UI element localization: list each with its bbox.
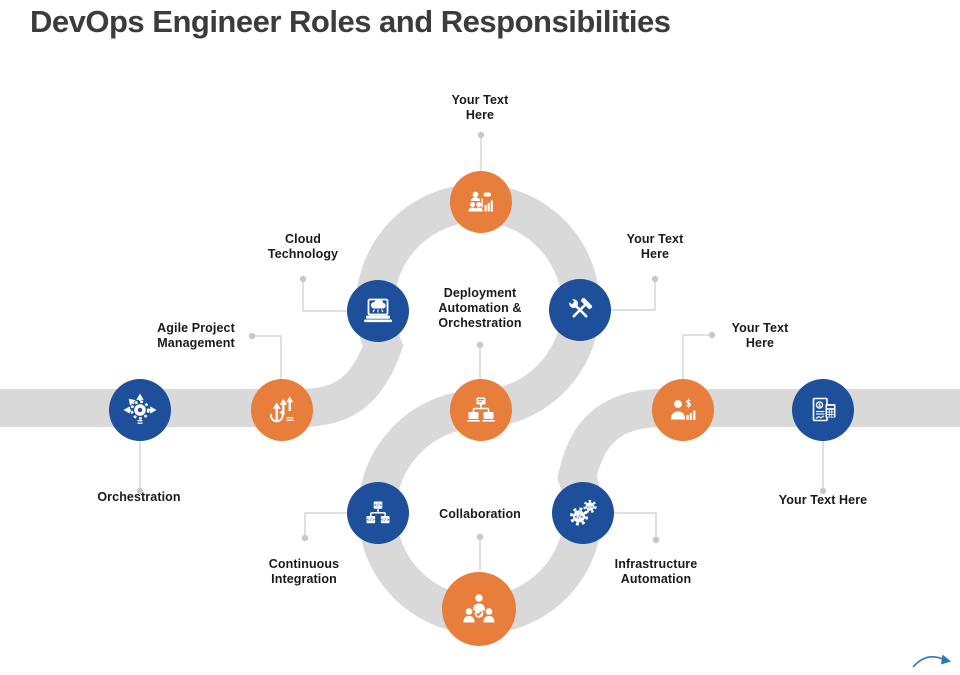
node-deployment-automation: [450, 379, 512, 441]
curved-next-arrow-icon: [912, 654, 951, 668]
label-top-placeholder: Your Text Here: [451, 93, 509, 122]
label-deployment-automation: Deployment Automation & Orchestration: [438, 286, 522, 330]
node-infrastructure-automation: </> </>: [552, 482, 614, 544]
code-glyph: </>: [367, 517, 376, 523]
code-glyph: </>: [381, 517, 390, 523]
label-orchestration: Orchestration: [97, 490, 181, 504]
node-continuous-integration: </> </> </>: [347, 482, 409, 544]
people-check-icon: [463, 594, 495, 623]
gear-arrows-icon: [123, 393, 157, 424]
laptop-cloud-icon: [364, 298, 392, 323]
code-glyph: </>: [575, 514, 584, 520]
dollar-glyph: $: [685, 397, 692, 410]
node-collaboration: [442, 572, 516, 646]
node-far-right-placeholder: $: [792, 379, 854, 441]
label-right-mid-placeholder: Your Text Here: [731, 321, 789, 350]
label-infrastructure-automation: Infrastructure Automation: [614, 557, 698, 586]
code-hierarchy-icon: </> </> </>: [366, 501, 390, 524]
label-collaboration: Collaboration: [439, 507, 521, 521]
label-right-upper-placeholder: Your Text Here: [626, 232, 684, 261]
label-agile-project-management: Agile Project Management: [157, 321, 235, 350]
label-cloud-technology: Cloud Technology: [267, 232, 339, 261]
node-right-upper-placeholder: [549, 279, 611, 341]
person-dollar-icon: $: [671, 397, 696, 420]
code-glyph: </>: [374, 503, 383, 509]
page-title: DevOps Engineer Roles and Responsibiliti…: [30, 4, 671, 39]
team-metrics-icon: [468, 191, 493, 212]
server-network-icon: [467, 397, 495, 422]
dollar-glyph: $: [818, 403, 821, 409]
node-agile-project-management: [251, 379, 313, 441]
node-cloud-technology: [347, 280, 409, 342]
node-orchestration: [109, 379, 171, 441]
label-far-right-placeholder: Your Text Here: [778, 493, 868, 507]
node-right-mid-placeholder: $: [652, 379, 714, 441]
node-top-placeholder: [450, 171, 512, 233]
label-continuous-integration: Continuous Integration: [268, 557, 340, 586]
growth-arrows-icon: [270, 396, 294, 423]
invoice-calculator-icon: $: [812, 397, 836, 422]
tools-icon: [568, 297, 593, 318]
gears-code-icon: </> </>: [569, 499, 597, 526]
code-glyph: </>: [586, 504, 594, 509]
